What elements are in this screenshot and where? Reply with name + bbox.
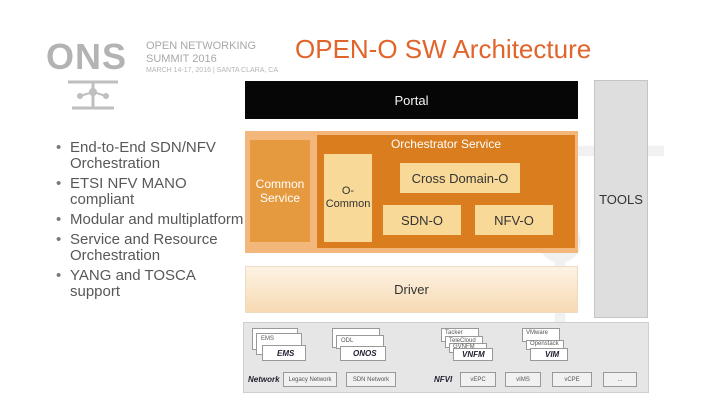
- nfvi-label: NFVI: [434, 375, 453, 384]
- network-logo-icon: [68, 80, 118, 110]
- cross-domain-o-box: Cross Domain-O: [400, 163, 520, 193]
- bullet-item: Service and Resource Orchestration: [56, 232, 246, 264]
- onos-card: ONOS: [340, 346, 386, 361]
- telecloud-label: TeleCloud: [449, 338, 476, 344]
- bullet-item: Modular and multiplatform: [56, 212, 246, 229]
- orchestrator-service-title: Orchestrator Service: [390, 137, 502, 151]
- odl-label: ODL: [341, 338, 354, 344]
- driver-layer: Driver: [245, 266, 578, 313]
- more-box: ...: [603, 372, 637, 387]
- tools-column: TOOLS: [594, 80, 648, 318]
- slide-title: OPEN-O SW Architecture: [295, 34, 592, 64]
- sdn-o-box: SDN-O: [383, 205, 461, 235]
- summit-name-line2: SUMMIT 2016: [146, 53, 217, 65]
- sdn-network-box: SDN Network: [346, 372, 396, 387]
- vepc-box: vEPC: [460, 372, 496, 387]
- legacy-network-box: Legacy Network: [283, 372, 337, 387]
- ons-logo-word: ONS: [46, 36, 128, 77]
- vcpe-box: vCPE: [552, 372, 592, 387]
- vnfm-card: VNFM: [453, 348, 493, 361]
- feature-list: End-to-End SDN/NFV Orchestration ETSI NF…: [56, 140, 246, 304]
- portal-layer: Portal: [245, 81, 578, 119]
- vims-box: vIMS: [505, 372, 541, 387]
- vnfm-label: VNFM: [462, 350, 485, 359]
- summit-name-line1: OPEN NETWORKING: [146, 40, 257, 52]
- o-common-box: O-Common: [324, 154, 372, 242]
- nfv-o-box: NFV-O: [475, 205, 553, 235]
- network-label: Network: [248, 375, 280, 384]
- vmware-label: VMware: [526, 330, 549, 336]
- bullet-item: YANG and TOSCA support: [56, 268, 246, 300]
- tacker-label: Tacker: [445, 330, 463, 336]
- onos-label: ONOS: [353, 349, 377, 358]
- bullet-item: ETSI NFV MANO compliant: [56, 176, 246, 208]
- vim-label: VIM: [545, 350, 560, 359]
- ems-small-label: EMS: [261, 336, 275, 342]
- common-service-box: Common Service: [250, 140, 310, 242]
- openstack-label: Openstack: [530, 341, 559, 347]
- bullet-item: End-to-End SDN/NFV Orchestration: [56, 140, 246, 172]
- ems-card: EMS: [262, 345, 306, 361]
- summit-date: MARCH 14-17, 2016 | SANTA CLARA, CA: [146, 67, 279, 74]
- vim-card: VIM: [530, 348, 568, 361]
- gvnfm-label: GVNFM: [453, 344, 475, 350]
- ems-label: EMS: [277, 349, 295, 358]
